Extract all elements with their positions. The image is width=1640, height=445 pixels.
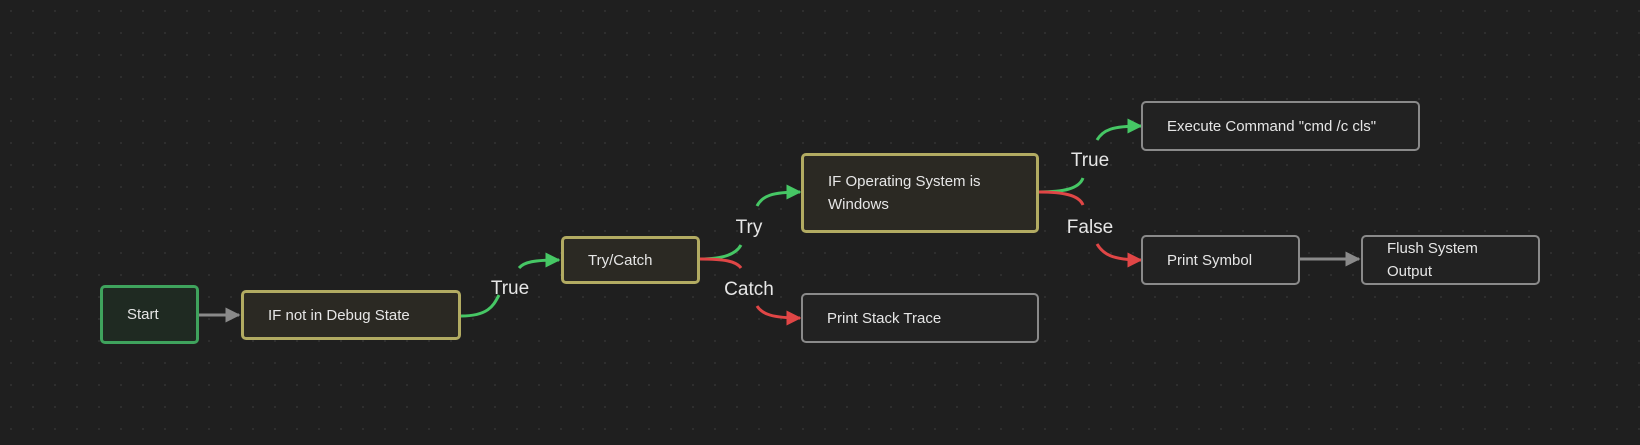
- edge-debug-true-arrow: [517, 252, 561, 270]
- node-print-stack-trace-label: Print Stack Trace: [827, 309, 942, 327]
- edge-windows-false: [1038, 190, 1085, 206]
- node-flush-output[interactable]: Flush System Output: [1361, 235, 1540, 285]
- edge-label-debug-true: True: [490, 278, 530, 299]
- edge-try: [699, 244, 743, 261]
- edge-windows-false-arrow: [1095, 243, 1143, 268]
- edge-windows-true-arrow: [1095, 118, 1143, 141]
- edge-catch-arrow: [755, 305, 802, 326]
- node-print-symbol-label: Print Symbol: [1167, 251, 1253, 269]
- node-start-label: Start: [127, 306, 159, 323]
- edge-label-try: Try: [735, 217, 763, 238]
- node-flush-output-label: Flush System Output: [1387, 240, 1478, 280]
- edge-windows-true: [1038, 177, 1085, 194]
- node-if-debug[interactable]: IF not in Debug State: [241, 290, 461, 340]
- node-print-symbol[interactable]: Print Symbol: [1141, 235, 1300, 285]
- node-try-catch[interactable]: Try/Catch: [561, 236, 700, 284]
- node-if-windows[interactable]: IF Operating System is Windows: [801, 153, 1039, 233]
- node-print-stack-trace[interactable]: Print Stack Trace: [801, 293, 1039, 343]
- node-execute-command-label: Execute Command "cmd /c cls": [1167, 117, 1377, 135]
- node-start[interactable]: Start: [100, 285, 199, 344]
- edge-label-windows-true: True: [1070, 150, 1110, 171]
- edge-label-catch: Catch: [724, 279, 774, 300]
- edge-debug-true: [460, 294, 501, 318]
- node-execute-command[interactable]: Execute Command "cmd /c cls": [1141, 101, 1420, 151]
- edge-label-windows-false: False: [1066, 217, 1114, 238]
- edge-catch: [699, 257, 743, 269]
- edge-try-arrow: [755, 184, 802, 207]
- node-if-debug-label: IF not in Debug State: [268, 306, 410, 324]
- node-try-catch-label: Try/Catch: [588, 251, 653, 269]
- node-if-windows-label: IF Operating System is Windows: [828, 173, 981, 213]
